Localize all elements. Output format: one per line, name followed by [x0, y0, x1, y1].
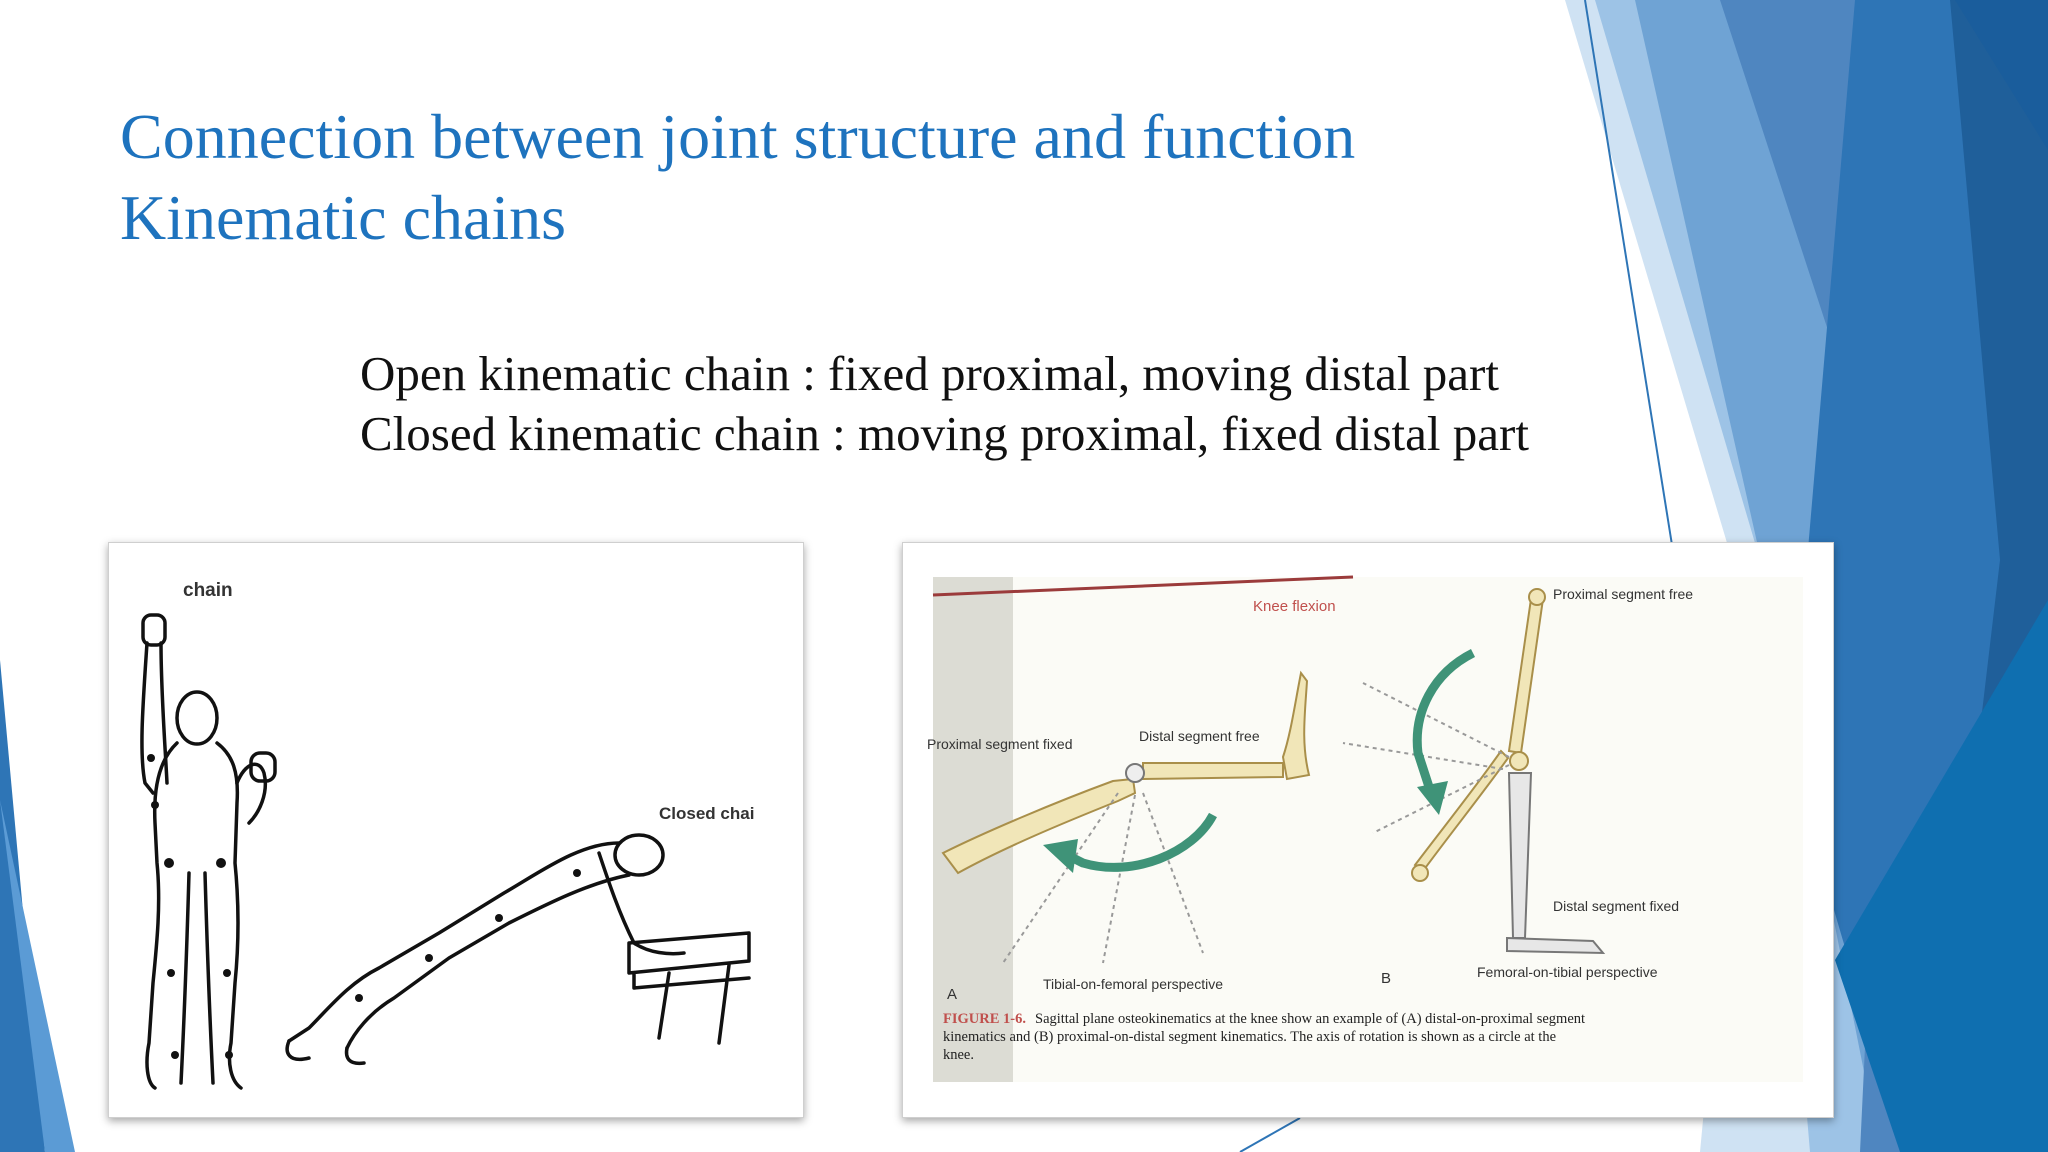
knee-osteokinematics-figure: Knee flexion Proximal segment fixed Dist… [902, 542, 1834, 1118]
slide-title-line-2: Kinematic chains [120, 182, 567, 253]
tibia-free [1142, 762, 1284, 781]
facet-bottom-line [1239, 1117, 1301, 1152]
caption-line-1: Sagittal plane osteokinematics at the kn… [1035, 1011, 1585, 1027]
label-a: A [947, 986, 957, 1003]
bench [627, 931, 751, 1045]
foot-fixed [1506, 936, 1606, 955]
arrow-b [1412, 648, 1476, 795]
femur-a [941, 777, 1137, 875]
label-b: B [1381, 970, 1391, 987]
femur-head [1528, 588, 1546, 606]
closed-chain-definition: Closed kinematic chain : moving proximal… [360, 406, 1529, 461]
arrow-a-head [1043, 839, 1078, 873]
facet-bright [1835, 600, 2048, 1152]
knee-illustration: Knee flexion Proximal segment fixed Dist… [927, 575, 1803, 1082]
knee-flexion-label: Knee flexion [1253, 598, 1336, 615]
open-closed-chain-figure: chain Closed chai [108, 542, 804, 1118]
dumbbell-side [249, 751, 277, 783]
chain-illustration: chain Closed chai [140, 580, 754, 1090]
figure-caption: FIGURE 1-6. Sagittal plane osteokinemati… [943, 1011, 1585, 1063]
page-header-rule [932, 575, 1354, 597]
foot-up [1281, 670, 1311, 781]
tibia-dotted [1002, 792, 1204, 964]
panel-b-bones [1342, 588, 1606, 955]
caption-fig-number: FIGURE 1-6. [943, 1011, 1026, 1027]
facet-left-bottom-2 [0, 800, 75, 1152]
pushup-head [613, 833, 665, 877]
slide-title-line-1: Connection between joint structure and f… [120, 101, 1356, 172]
arrow-b-head [1417, 781, 1448, 815]
proximal-free-label: Proximal segment free [1553, 586, 1693, 602]
caption-line-2: kinematics and (B) proximal-on-distal se… [943, 1029, 1556, 1045]
pushup-joints [355, 869, 581, 1002]
arrow-a [1060, 812, 1217, 872]
caption-line-3: knee. [943, 1047, 974, 1063]
proximal-fixed-label: Proximal segment fixed [927, 736, 1073, 752]
facet-top-right [1955, 0, 2048, 150]
femur-tip [1411, 864, 1429, 882]
open-chain-label: chain [183, 580, 233, 601]
perspective-b: Femoral-on-tibial perspective [1477, 964, 1658, 980]
perspective-a: Tibial-on-femoral perspective [1043, 976, 1223, 992]
knee-axis-a [1125, 763, 1145, 783]
closed-chain-label: Closed chai [659, 804, 754, 823]
panel-a-bones [941, 670, 1311, 964]
raised-arm [140, 641, 169, 795]
torso [145, 741, 243, 1090]
lower-arm [235, 762, 267, 825]
pushup-feet [285, 1039, 366, 1066]
dumbbell-top [141, 613, 167, 647]
pushup-figure [285, 833, 751, 1066]
head [175, 690, 219, 746]
page-scan [1013, 577, 1803, 1082]
femur-moving [1413, 749, 1510, 873]
facet-line [1584, 0, 1673, 546]
inner-legs [179, 871, 215, 1085]
knee-axis-b [1509, 751, 1529, 771]
open-chain-definition: Open kinematic chain : fixed proximal, m… [360, 346, 1499, 401]
distal-free-label: Distal segment free [1139, 728, 1260, 744]
joint-markers [147, 754, 233, 1059]
distal-fixed-label: Distal segment fixed [1553, 898, 1679, 914]
pushup-body [287, 841, 631, 1050]
standing-figure [140, 613, 277, 1090]
